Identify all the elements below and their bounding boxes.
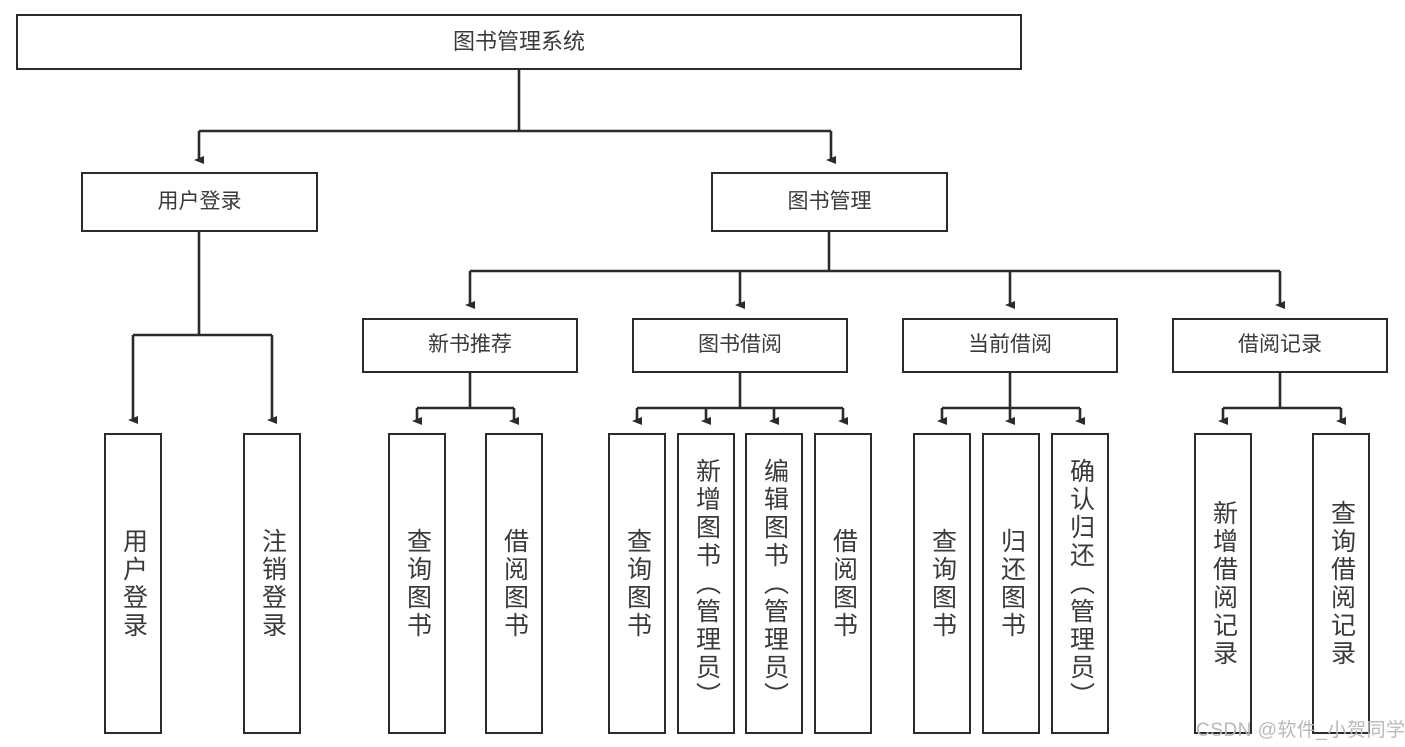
node-label: 新增借阅记录 — [1209, 499, 1238, 668]
node-label: 借阅图书 — [829, 527, 858, 640]
node-book-borrow[interactable]: 图书借阅 — [632, 318, 848, 373]
node-label: 确认归还（管理员） — [1066, 457, 1095, 710]
leaf-add-borrow-record[interactable]: 新增借阅记录 — [1194, 433, 1252, 734]
node-label: 用户登录 — [157, 189, 242, 213]
node-book-management[interactable]: 图书管理 — [711, 172, 948, 232]
leaf-borrow-book-recommend[interactable]: 借阅图书 — [485, 433, 543, 734]
node-label: 查询借阅记录 — [1327, 499, 1356, 668]
node-label: 新书推荐 — [428, 333, 512, 357]
node-current-borrow[interactable]: 当前借阅 — [902, 318, 1118, 373]
watermark-text: CSDN @软件_小贺同学 — [1196, 720, 1405, 741]
node-label: 归还图书 — [997, 527, 1026, 640]
leaf-return-book[interactable]: 归还图书 — [982, 433, 1040, 734]
node-root-system[interactable]: 图书管理系统 — [16, 14, 1022, 70]
node-label: 新增图书（管理员） — [692, 457, 721, 710]
leaf-edit-book-admin[interactable]: 编辑图书（管理员） — [745, 433, 803, 734]
leaf-logout[interactable]: 注销登录 — [243, 433, 301, 734]
node-label: 借阅图书 — [500, 527, 529, 640]
node-label: 注销登录 — [258, 527, 287, 640]
leaf-query-book-borrow[interactable]: 查询图书 — [608, 433, 666, 734]
node-user-login[interactable]: 用户登录 — [81, 172, 318, 232]
leaf-add-book-admin[interactable]: 新增图书（管理员） — [677, 433, 735, 734]
node-label: 图书管理系统 — [452, 29, 585, 55]
leaf-query-book-current[interactable]: 查询图书 — [913, 433, 971, 734]
leaf-borrow-book[interactable]: 借阅图书 — [814, 433, 872, 734]
node-label: 图书借阅 — [698, 333, 782, 357]
node-label: 编辑图书（管理员） — [760, 457, 789, 710]
node-label: 图书管理 — [787, 189, 872, 213]
node-label: 查询图书 — [928, 527, 957, 640]
node-label: 查询图书 — [403, 527, 432, 640]
node-label: 当前借阅 — [968, 333, 1052, 357]
leaf-user-login[interactable]: 用户登录 — [104, 433, 162, 734]
leaf-query-book-recommend[interactable]: 查询图书 — [388, 433, 446, 734]
node-borrow-record[interactable]: 借阅记录 — [1172, 318, 1388, 373]
node-label: 查询图书 — [623, 527, 652, 640]
leaf-confirm-return-admin[interactable]: 确认归还（管理员） — [1051, 433, 1109, 734]
node-label: 借阅记录 — [1238, 333, 1322, 357]
node-label: 用户登录 — [119, 527, 148, 640]
leaf-query-borrow-record[interactable]: 查询借阅记录 — [1312, 433, 1370, 734]
node-new-book-recommend[interactable]: 新书推荐 — [362, 318, 578, 373]
